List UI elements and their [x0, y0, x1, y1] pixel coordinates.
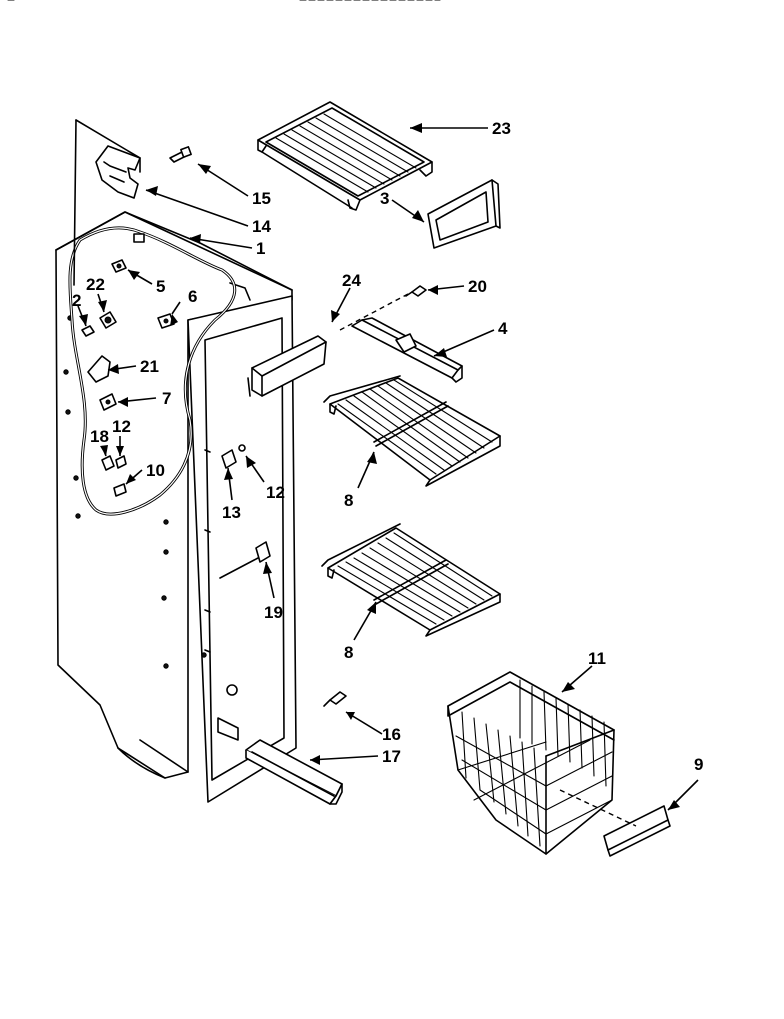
callout-10: 10 — [146, 461, 165, 480]
part-8-shelf-upper — [323, 375, 501, 487]
callout-3: 3 — [380, 189, 389, 208]
callout-6: 6 — [188, 287, 197, 306]
callout-11: 11 — [588, 649, 606, 668]
callout-18: 18 — [90, 427, 109, 446]
part-24-shield — [247, 335, 327, 397]
callout-15: 15 — [252, 189, 271, 208]
callout-19: 19 — [264, 603, 283, 622]
callout-13: 13 — [222, 503, 241, 522]
callout-21: 21 — [140, 357, 159, 376]
callout-16: 16 — [382, 725, 401, 744]
part-9-basket-front — [603, 805, 671, 857]
part-16-screw — [323, 691, 347, 707]
callout-8-lower: 8 — [344, 643, 353, 662]
part-11-basket — [447, 671, 615, 855]
callout-1: 1 — [256, 239, 265, 258]
callout-4: 4 — [498, 319, 508, 338]
callout-20: 20 — [468, 277, 487, 296]
part-8-shelf-lower — [321, 523, 501, 637]
part-14-bracket — [95, 145, 141, 199]
callout-17: 17 — [382, 747, 401, 766]
callout-12-right: 12 — [266, 483, 285, 502]
part-23-top-shelf — [257, 101, 433, 211]
callout-22: 22 — [86, 275, 105, 294]
callout-8-upper: 8 — [344, 491, 353, 510]
freezer-liner-cabinet — [55, 119, 297, 803]
callout-5: 5 — [156, 277, 165, 296]
callout-12-left: 12 — [112, 417, 131, 436]
part-17-grille — [245, 739, 343, 805]
callout-9: 9 — [694, 755, 703, 774]
part-15-screw — [169, 146, 192, 163]
liner-mounting-holes — [63, 315, 207, 669]
callout-2: 2 — [72, 291, 81, 310]
callout-23: 23 — [492, 119, 511, 138]
callout-labels: 23 15 14 1 3 22 5 2 6 24 20 4 21 7 18 12… — [72, 119, 703, 774]
small-components — [81, 259, 271, 579]
callout-14: 14 — [252, 217, 271, 236]
leader-arrowheads — [79, 123, 680, 810]
part-20-screw — [405, 285, 427, 297]
callout-7: 7 — [162, 389, 171, 408]
part-3-cover — [427, 179, 501, 249]
callout-24: 24 — [342, 271, 361, 290]
part-4-support — [351, 317, 463, 383]
